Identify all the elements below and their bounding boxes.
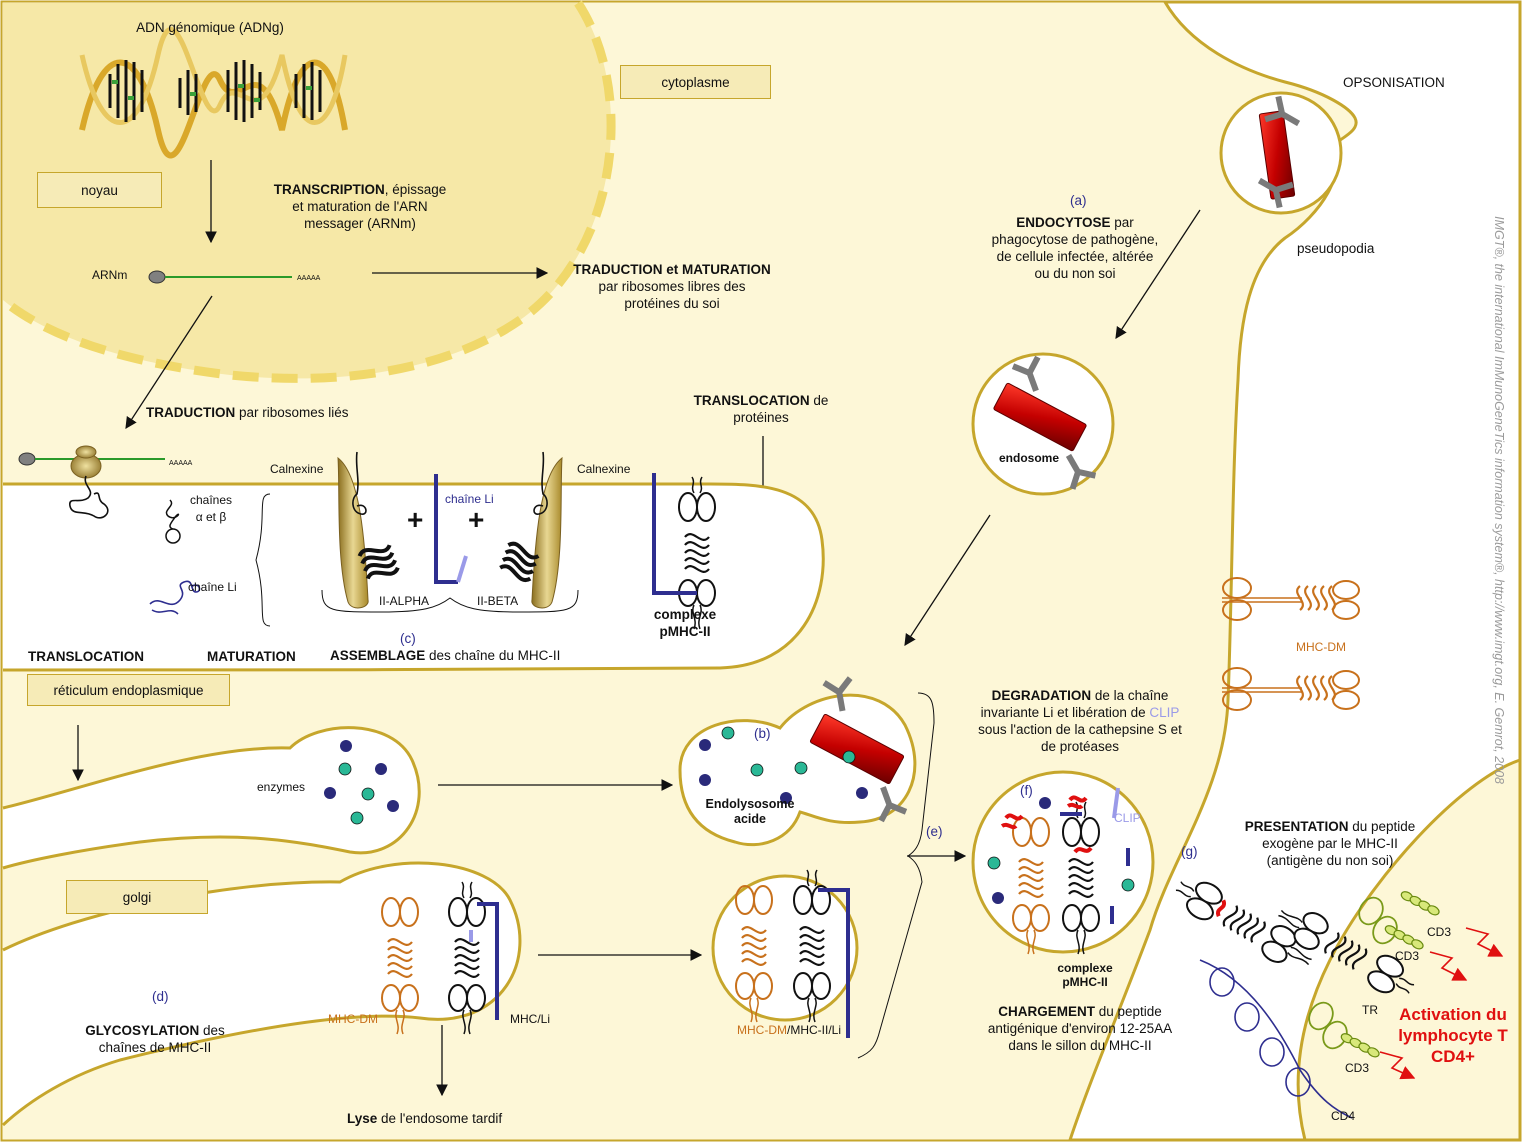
maturation-label: MATURATION bbox=[207, 649, 296, 664]
golgi-cisterna bbox=[1, 861, 522, 1127]
plus-sign: + bbox=[468, 504, 485, 535]
mhc-li-golgi-label: MHC/Li bbox=[510, 1012, 551, 1026]
endoplasmic-reticulum bbox=[2, 482, 825, 672]
step-b-label: (b) bbox=[754, 726, 771, 741]
calnexine-left-label: Calnexine bbox=[270, 462, 324, 476]
assemblage-text: ASSEMBLAGE des chaîne du MHC-II bbox=[330, 648, 561, 663]
arrow-endocytosis bbox=[1115, 209, 1201, 339]
plus-sign: + bbox=[407, 504, 424, 535]
pmhc-ii-presentation-icon bbox=[1168, 869, 1321, 979]
mhc-dm-membrane-label: MHC-DM bbox=[1296, 640, 1346, 654]
nucleus bbox=[3, 3, 612, 379]
opsonisation-label: OPSONISATION bbox=[1343, 75, 1445, 90]
cd3-label: CD3 bbox=[1427, 925, 1452, 939]
nascent-chain-icon bbox=[69, 475, 109, 519]
ii-alpha-icon bbox=[357, 544, 400, 580]
chaine-li-er-label: chaîne Li bbox=[188, 580, 237, 594]
cd4-label: CD4 bbox=[1331, 1109, 1356, 1123]
brace bbox=[857, 692, 935, 1059]
enzymes-label: enzymes bbox=[257, 780, 306, 794]
arrow-bound-ribosomes bbox=[125, 295, 213, 429]
pathogen-icon bbox=[993, 382, 1087, 452]
cytoplasme-label: cytoplasme bbox=[620, 65, 771, 99]
enzyme-dots bbox=[699, 726, 868, 804]
ii-beta-icon bbox=[499, 541, 540, 583]
calnexine-right-label: Calnexine bbox=[577, 462, 631, 476]
calnexine-right-icon bbox=[531, 456, 563, 609]
mrna-cap-icon bbox=[148, 270, 166, 284]
adng-label: ADN génomique (ADNg) bbox=[136, 20, 284, 35]
late-endosome bbox=[711, 874, 859, 1022]
noyau-label: noyau bbox=[37, 172, 162, 208]
tr-label: TR bbox=[1362, 1003, 1378, 1017]
alpha-beta-chains-icon bbox=[165, 499, 180, 531]
brace bbox=[321, 589, 579, 613]
translocation-label: TRANSLOCATION bbox=[28, 649, 144, 664]
ii-beta-label: II-BETA bbox=[477, 594, 519, 608]
credit-text: IMGT®, the international ImMunoGeneTics … bbox=[1492, 216, 1506, 784]
li-chain-assembly-icon bbox=[434, 474, 458, 584]
arrow-endosome bbox=[904, 514, 991, 646]
pseudopodia-label: pseudopodia bbox=[1297, 241, 1375, 256]
chaine-li-assembly-label: chaîne Li bbox=[445, 492, 494, 506]
cd3-label: CD3 bbox=[1395, 949, 1420, 963]
step-d-label: (d) bbox=[152, 989, 169, 1004]
lyse-text: Lyse de l'endosome tardif bbox=[347, 1111, 503, 1126]
mhc-dm-mhc-ii-li-label: MHC-DM/MHC-II/Li bbox=[737, 1023, 841, 1037]
polya-label: AAAAA bbox=[297, 275, 321, 282]
cd3-label: CD3 bbox=[1345, 1061, 1370, 1075]
polya-label-er: AAAAA bbox=[169, 460, 193, 467]
pathogen-icon bbox=[1258, 110, 1296, 200]
mrna-cap-icon bbox=[18, 452, 36, 466]
li-chain-icon bbox=[149, 580, 201, 615]
brace bbox=[255, 493, 271, 627]
reticulum-label: réticulum endoplasmique bbox=[27, 674, 230, 706]
golgi-label: golgi bbox=[66, 880, 208, 914]
enzyme-dots bbox=[324, 740, 399, 825]
step-g-label: (g) bbox=[1181, 844, 1198, 859]
cd4-icon bbox=[1209, 967, 1311, 1097]
ii-alpha-label: II-ALPHA bbox=[379, 594, 430, 608]
traduction-text: TRADUCTION par ribosomes liés bbox=[146, 405, 349, 420]
calnexine-left-icon bbox=[337, 456, 369, 609]
mhc-dm-golgi-label: MHC-DM bbox=[328, 1012, 378, 1026]
step-c-label: (c) bbox=[400, 631, 416, 646]
clip-label: CLIP bbox=[1114, 811, 1141, 825]
mhc-li-golgi-icon bbox=[447, 880, 499, 1036]
step-f-label: (f) bbox=[1020, 783, 1033, 798]
endosome-label: endosome bbox=[999, 451, 1060, 465]
activation-signal-icon bbox=[1379, 927, 1504, 1080]
arnm-label: ARNm bbox=[92, 268, 128, 282]
pmhc-ii-complex-er-icon bbox=[652, 473, 717, 631]
step-e-label: (e) bbox=[926, 824, 943, 839]
dna-helix-icon bbox=[79, 27, 348, 159]
step-a-label: (a) bbox=[1070, 193, 1087, 208]
golgi-cisterna bbox=[2, 726, 421, 870]
